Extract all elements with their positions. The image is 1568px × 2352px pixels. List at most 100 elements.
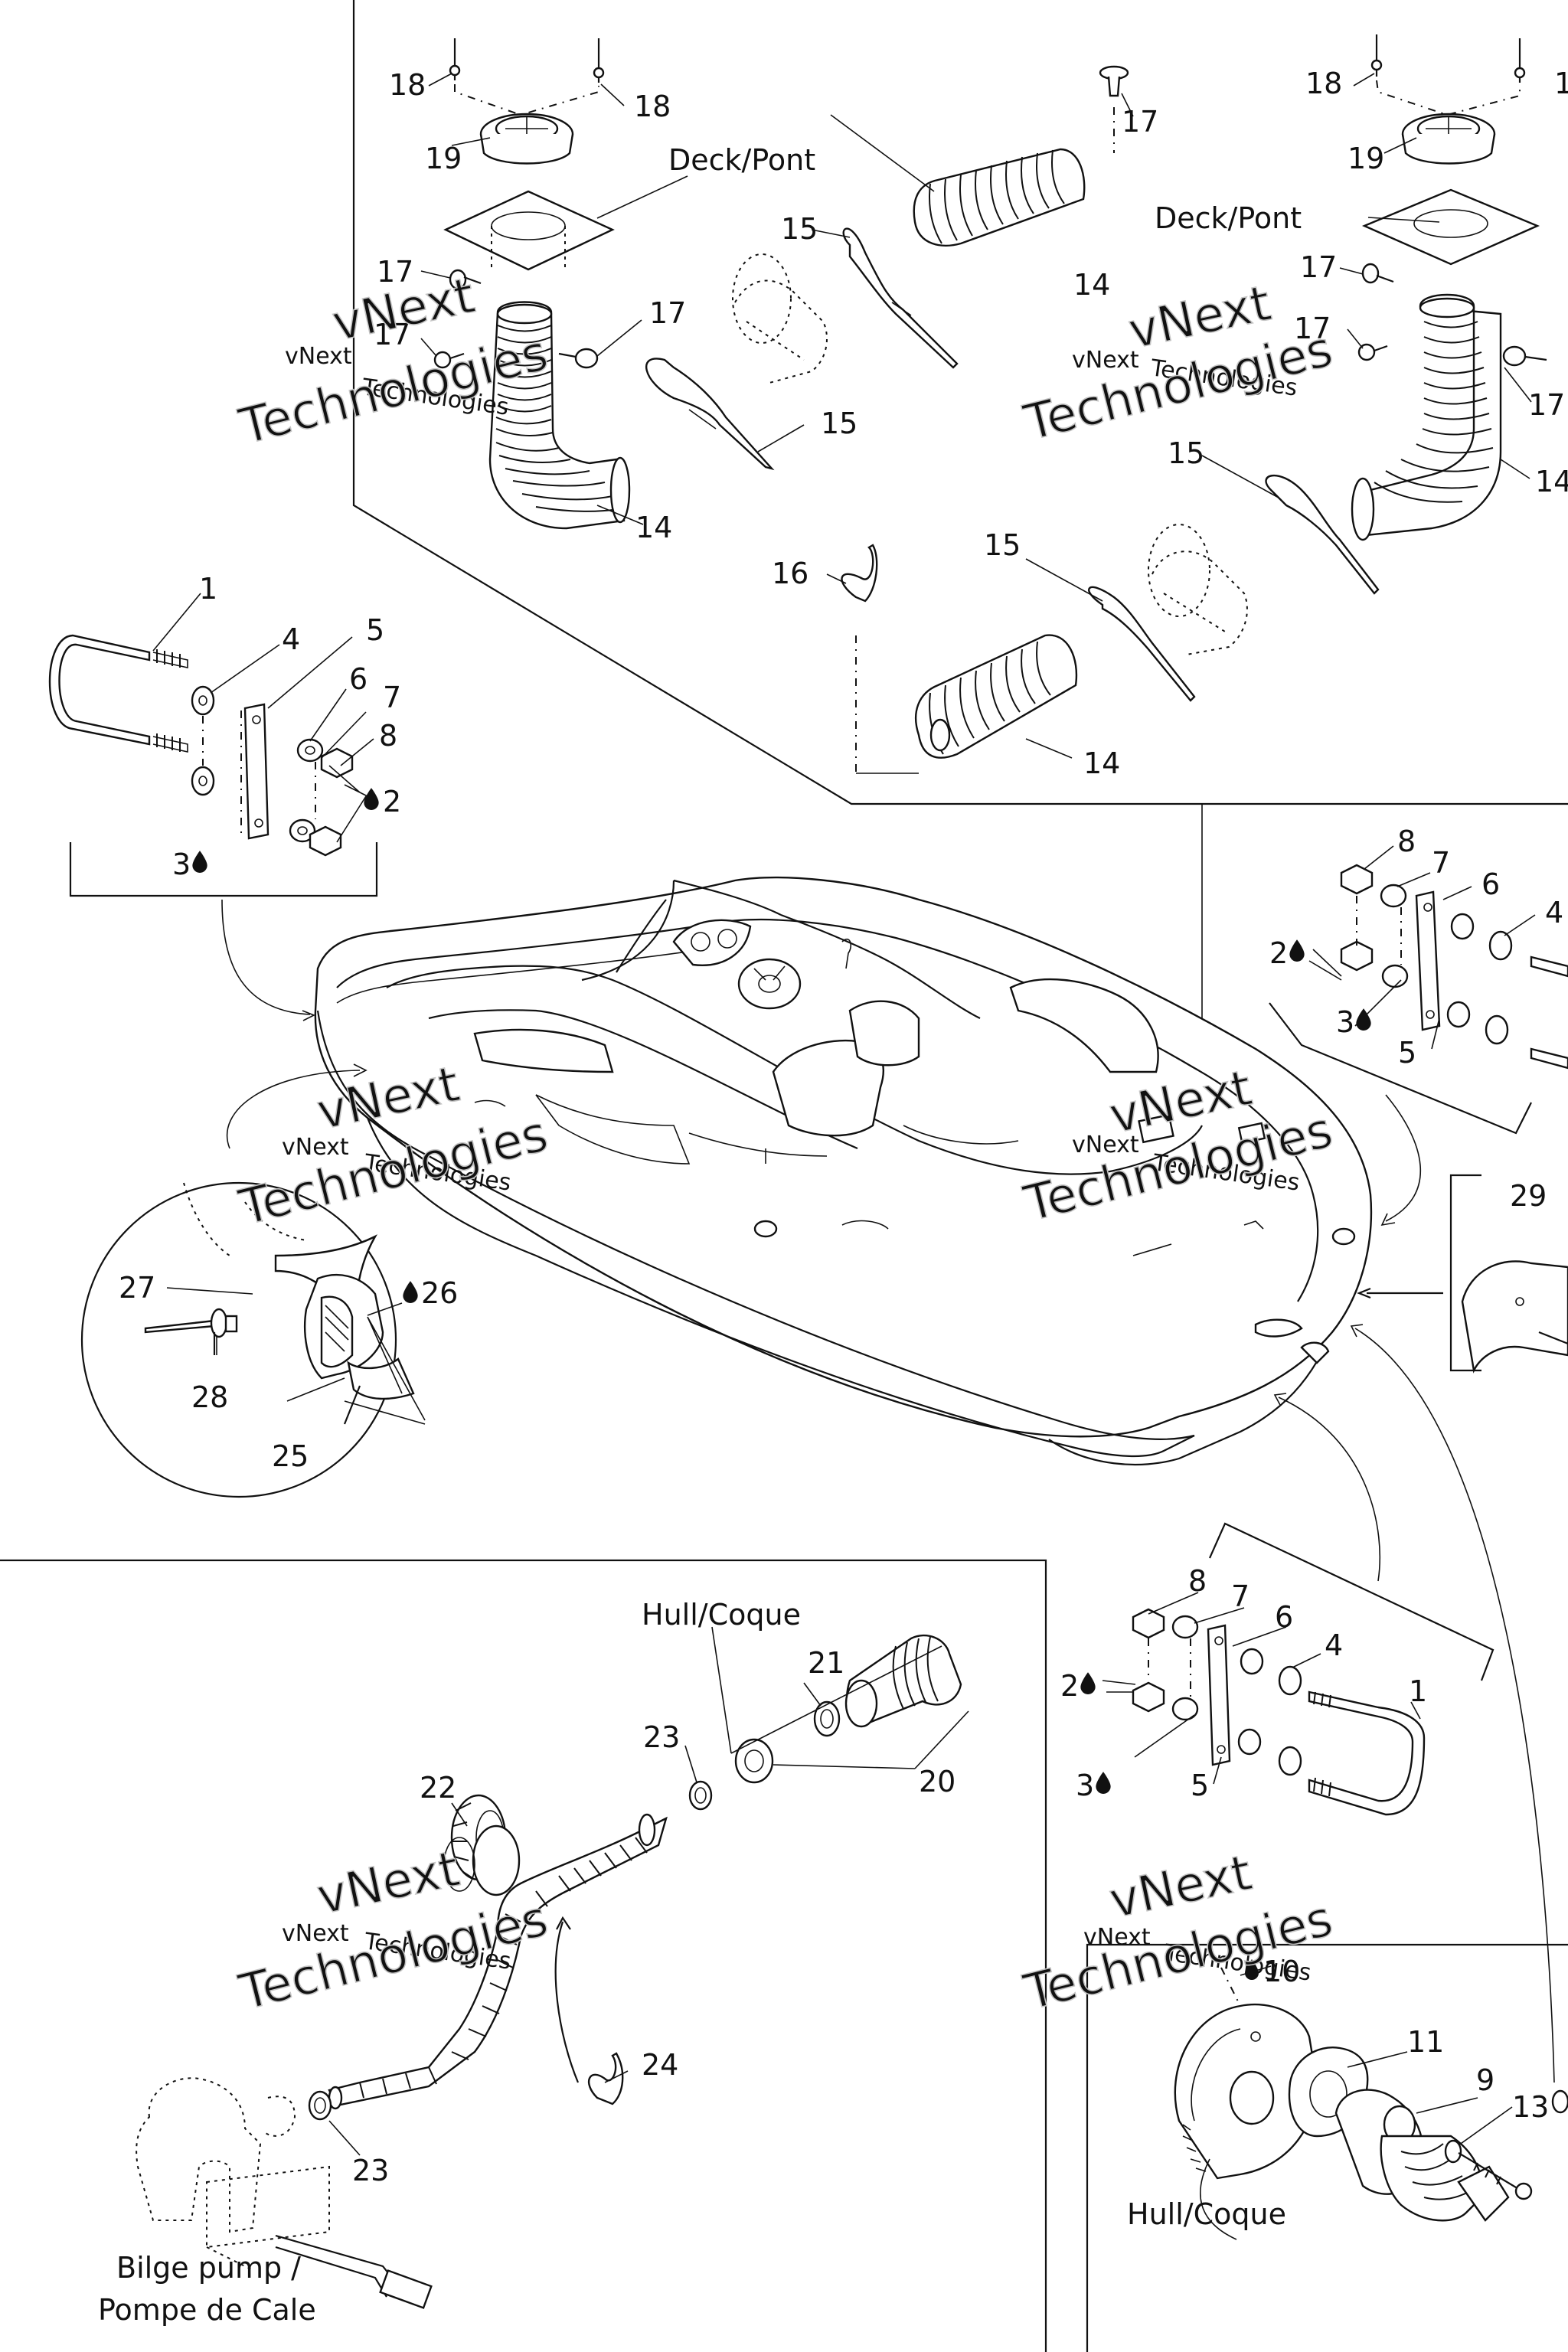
liquid-drop-icon — [1080, 1672, 1096, 1694]
callout-2: 2 — [1060, 1669, 1079, 1703]
liquid-drop-icon — [403, 1281, 418, 1303]
svg-text:vNext: vNext — [312, 1841, 464, 1926]
screw-17-top — [1099, 65, 1129, 97]
callout-1: 1 — [1409, 1674, 1427, 1708]
watermark-bottom-right: vNext vNext Technologies Technologies — [1018, 1844, 1338, 2023]
callout-20: 20 — [919, 1765, 956, 1798]
callout-1: 1 — [199, 572, 217, 606]
label-bilge-pump-line1: Bilge pump / — [116, 2251, 301, 2285]
bilge-hose-assembly — [136, 1634, 962, 2309]
u-bolt-assembly-left — [48, 634, 354, 857]
callout-17: 17 — [649, 296, 686, 330]
callout-6: 6 — [1275, 1600, 1293, 1634]
callout-5: 5 — [1398, 1036, 1416, 1070]
callout-26: 26 — [421, 1276, 458, 1310]
callout-17: 17 — [1294, 312, 1331, 345]
callout-17: 17 — [1528, 388, 1565, 422]
vent-assembly-left — [433, 38, 1129, 530]
screw-17-c — [433, 351, 465, 369]
callout-numbers: 18 18 19 17 15 14 17 17 17 15 14 18 18 1… — [119, 67, 1568, 2187]
label-bilge-pump-line2: Pompe de Cale — [98, 2293, 316, 2327]
callout-15: 15 — [781, 212, 818, 246]
callout-5: 5 — [1191, 1769, 1209, 1802]
callout-8: 8 — [1188, 1564, 1207, 1598]
label-deck-left: Deck/Pont — [668, 143, 815, 177]
callout-22: 22 — [420, 1771, 456, 1805]
callout-15: 15 — [1168, 436, 1204, 470]
label-hull-bottom: Hull/Coque — [642, 1598, 801, 1632]
callout-5: 5 — [366, 613, 384, 647]
u-bolt-assembly-right-top — [1340, 864, 1568, 1070]
callout-10: 10 — [1263, 1955, 1300, 1988]
fender-part-29 — [1357, 1260, 1568, 1374]
rivet-18-left-a — [449, 38, 461, 80]
label-deck-right: Deck/Pont — [1155, 201, 1302, 235]
callout-27: 27 — [119, 1271, 155, 1305]
callout-28: 28 — [191, 1380, 228, 1414]
callout-25: 25 — [272, 1439, 309, 1473]
callout-4: 4 — [1545, 896, 1563, 929]
callout-8: 8 — [379, 719, 397, 753]
callout-18: 18 — [634, 90, 671, 123]
svg-text:vNext: vNext — [1072, 1132, 1139, 1158]
drain-plug-assembly — [1174, 1967, 1568, 2222]
leader-lines — [152, 73, 1555, 2240]
callout-2: 2 — [383, 785, 401, 818]
callout-14: 14 — [1073, 268, 1110, 302]
callout-18: 18 — [1305, 67, 1342, 100]
liquid-drop-icon — [192, 851, 207, 873]
callout-4: 4 — [1325, 1628, 1343, 1662]
callout-21: 21 — [808, 1646, 844, 1680]
screw-17-a — [449, 269, 482, 290]
callout-6: 6 — [349, 662, 368, 696]
callout-14: 14 — [1083, 746, 1120, 780]
callout-7: 7 — [1231, 1579, 1250, 1613]
callout-7: 7 — [383, 681, 401, 714]
callout-14: 14 — [635, 511, 672, 544]
callout-3: 3 — [1076, 1769, 1094, 1802]
callout-3: 3 — [172, 848, 191, 881]
svg-text:vNext: vNext — [285, 343, 352, 370]
svg-text:vNext: vNext — [282, 1920, 349, 1947]
callout-17: 17 — [1300, 250, 1337, 284]
callout-15: 15 — [821, 407, 858, 440]
callout-23: 23 — [643, 1720, 680, 1754]
svg-text:vNext: vNext — [1072, 347, 1139, 374]
callout-7: 7 — [1432, 846, 1450, 880]
part-labels: Deck/Pont Deck/Pont Hull/Coque Hull/Coqu… — [98, 143, 1302, 2327]
label-hull-right: Hull/Coque — [1127, 2197, 1286, 2231]
vent-assembly-right — [841, 34, 1547, 774]
callout-17: 17 — [374, 318, 410, 351]
watermark-top-right: vNext vNext Technologies Technologies — [1018, 275, 1338, 453]
callout-8: 8 — [1397, 825, 1416, 858]
callout-3: 3 — [1336, 1005, 1354, 1039]
callout-19: 19 — [425, 142, 462, 175]
callout-18: 18 — [389, 68, 426, 102]
screw-17-b — [558, 348, 599, 369]
callout-18: 18 — [1554, 67, 1568, 100]
callout-6: 6 — [1481, 867, 1500, 901]
callout-9: 9 — [1476, 2063, 1494, 2097]
liquid-drop-icon — [1289, 939, 1305, 962]
callout-16: 16 — [772, 557, 808, 590]
liquid-drop-icon — [364, 788, 379, 810]
callout-14: 14 — [1535, 465, 1568, 498]
detail-circle-fender — [80, 1181, 415, 1498]
callout-13: 13 — [1512, 2090, 1549, 2124]
boat-hull-illustration — [314, 876, 1373, 1466]
callout-15: 15 — [984, 528, 1021, 562]
u-bolt-assembly-right-bottom — [1132, 1608, 1426, 1816]
callout-17: 17 — [377, 255, 413, 289]
callout-4: 4 — [282, 622, 300, 656]
callout-17: 17 — [1122, 105, 1158, 139]
callout-24: 24 — [642, 2048, 678, 2082]
callout-11: 11 — [1407, 2025, 1444, 2059]
callout-19: 19 — [1348, 142, 1384, 175]
liquid-drop-icon — [1096, 1772, 1111, 1794]
callout-23: 23 — [352, 2154, 389, 2187]
callout-2: 2 — [1269, 936, 1288, 970]
callout-29: 29 — [1510, 1179, 1547, 1213]
svg-text:vNext: vNext — [282, 1134, 349, 1161]
